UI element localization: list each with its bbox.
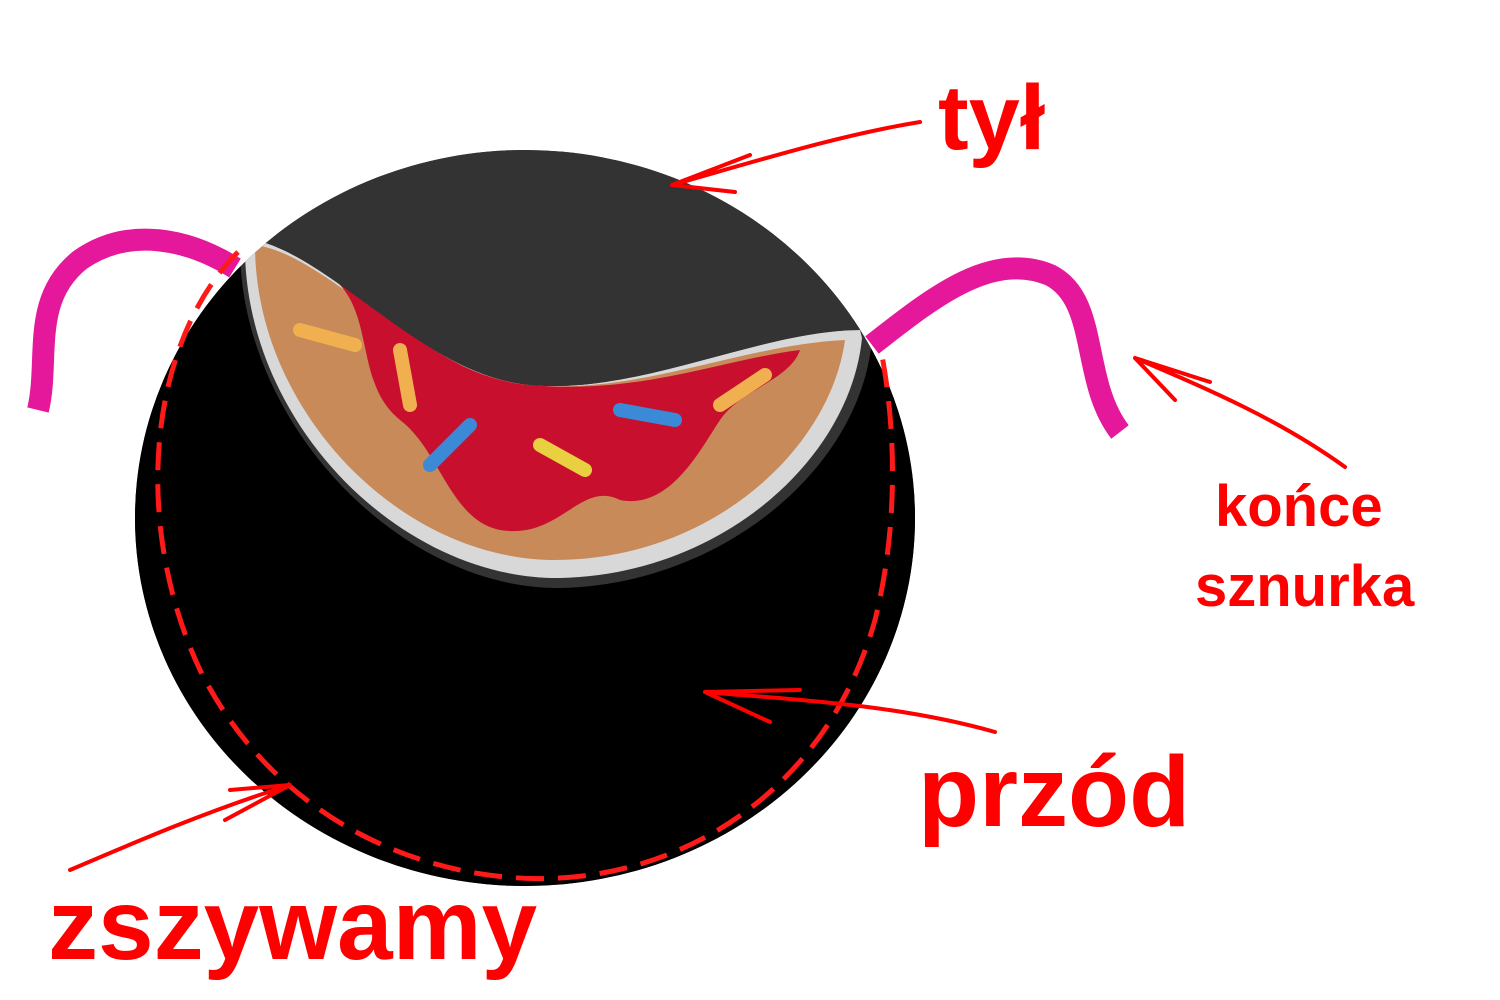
- donut-print: [244, 238, 862, 579]
- arrow-string-ends: [1133, 356, 1347, 469]
- label-string-ends-2: sznurka: [1195, 554, 1415, 619]
- arrow-sew: [68, 783, 292, 872]
- annotation-arrows: [68, 120, 1347, 872]
- front-panel: [135, 238, 915, 886]
- label-front: przód: [918, 736, 1191, 848]
- arrow-front: [703, 688, 997, 734]
- label-string-ends-1: końce: [1215, 474, 1383, 539]
- left-string: [27, 228, 241, 413]
- label-sew: zszywamy: [48, 869, 538, 981]
- arrow-back: [670, 120, 922, 194]
- seam-dashed-line: [155, 250, 895, 882]
- label-back: tył: [938, 67, 1046, 169]
- right-string: [865, 257, 1130, 439]
